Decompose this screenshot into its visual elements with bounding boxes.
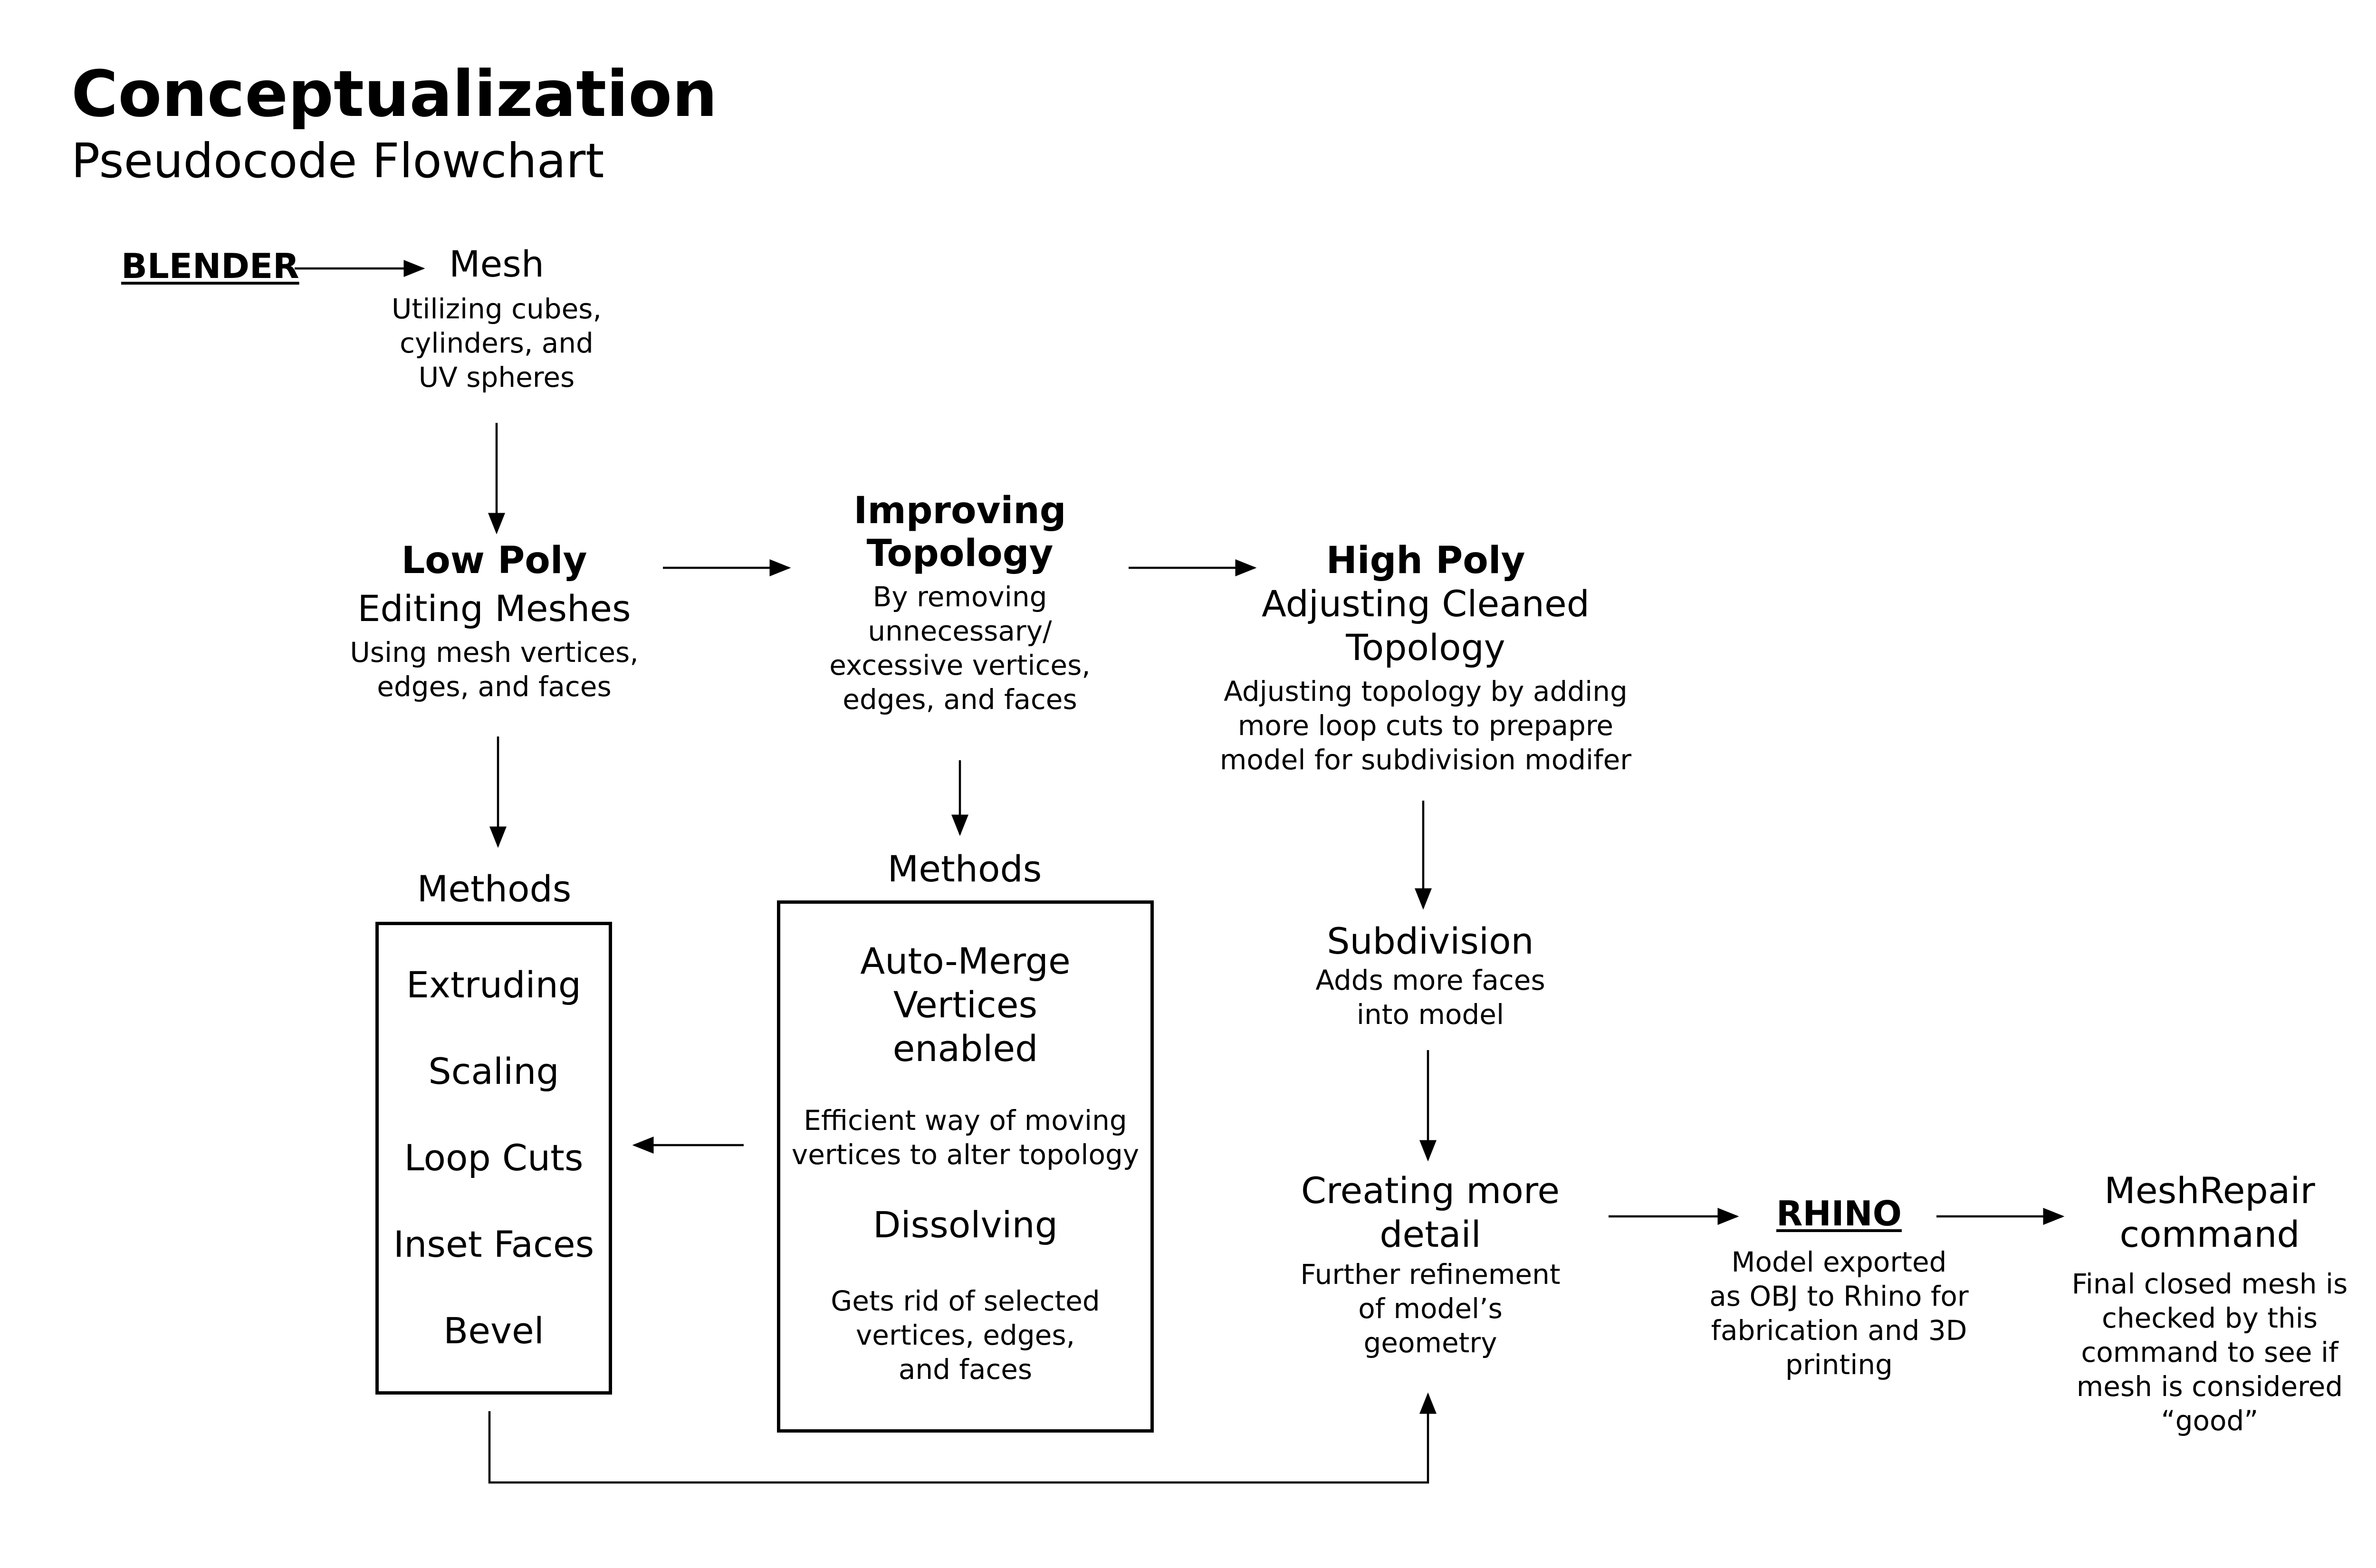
meshrepair-description: Final closed mesh is checked by this com…: [2053, 1267, 2366, 1438]
page-title: Conceptualization: [71, 57, 718, 131]
methods-middle-heading: Methods: [887, 848, 1042, 890]
low-poly-desc-line: Using mesh vertices,: [350, 636, 639, 669]
blender-label: BLENDER: [121, 246, 299, 286]
meshrepair-desc-line: checked by this: [2101, 1302, 2318, 1334]
methods-left-heading: Methods: [417, 868, 572, 910]
creating-detail-title-line: Creating more: [1301, 1169, 1560, 1212]
auto-merge-line: Vertices: [893, 984, 1038, 1026]
low-poly-description: Using mesh vertices, edges, and faces: [328, 635, 661, 704]
page-subtitle: Pseudocode Flowchart: [71, 133, 604, 189]
auto-merge-title: Auto-Merge Vertices enabled: [780, 939, 1150, 1071]
low-poly-node: Low Poly Editing Meshes Using mesh verti…: [328, 539, 661, 704]
mesh-desc-line: cylinders, and: [400, 327, 594, 359]
subdivision-desc-line: Adds more faces: [1315, 964, 1545, 996]
dissolving-desc-line: Gets rid of selected: [831, 1285, 1100, 1317]
rhino-node: RHINO Model exported as OBJ to Rhino for…: [1692, 1193, 1986, 1382]
improving-desc-line: edges, and faces: [843, 683, 1077, 716]
mesh-title: Mesh: [449, 243, 545, 285]
meshrepair-title: MeshRepair command: [2053, 1169, 2366, 1256]
high-poly-subtitle: Adjusting Cleaned Topology: [1188, 582, 1663, 669]
auto-merge-desc-line: vertices to alter topology: [791, 1138, 1140, 1171]
high-poly-node: High Poly Adjusting Cleaned Topology Adj…: [1188, 539, 1663, 777]
dissolving-desc-line: and faces: [898, 1353, 1033, 1386]
creating-detail-node: Creating more detail Further refinement …: [1283, 1169, 1578, 1360]
rhino-desc-line: as OBJ to Rhino for: [1709, 1280, 1969, 1312]
high-poly-description: Adjusting topology by adding more loop c…: [1188, 674, 1663, 777]
subdivision-title: Subdivision: [1327, 920, 1534, 962]
methods-middle-box: Auto-Merge Vertices enabled Efficient wa…: [777, 900, 1154, 1433]
subdivision-node: Subdivision Adds more faces into model: [1283, 919, 1578, 1032]
mesh-desc-line: UV spheres: [418, 361, 575, 393]
auto-merge-description: Efficient way of moving vertices to alte…: [780, 1103, 1150, 1172]
dissolving-description: Gets rid of selected vertices, edges, an…: [780, 1284, 1150, 1386]
auto-merge-desc-line: Efficient way of moving: [804, 1104, 1127, 1137]
subdivision-description: Adds more faces into model: [1283, 963, 1578, 1032]
creating-detail-desc-line: geometry: [1363, 1327, 1497, 1359]
rhino-label: RHINO: [1776, 1194, 1902, 1233]
method-item-bevel: Bevel: [443, 1310, 544, 1352]
creating-detail-desc-line: of model’s: [1358, 1292, 1503, 1325]
auto-merge-line: Auto-Merge: [860, 940, 1071, 982]
low-poly-subtitle: Editing Meshes: [357, 587, 631, 630]
improving-topology-title: Improving Topology: [794, 489, 1126, 575]
low-poly-title: Low Poly: [401, 539, 587, 582]
methods-left-box: Extruding Scaling Loop Cuts Inset Faces …: [375, 922, 612, 1395]
meshrepair-desc-line: mesh is considered: [2076, 1370, 2343, 1403]
improving-topology-node: Improving Topology By removing unnecessa…: [794, 489, 1126, 717]
improving-desc-line: excessive vertices,: [829, 649, 1091, 681]
improving-title-line: Improving: [853, 489, 1066, 532]
meshrepair-title-line: MeshRepair: [2104, 1169, 2315, 1212]
creating-detail-title-line: detail: [1380, 1213, 1481, 1255]
improving-desc-line: unnecessary/: [868, 615, 1052, 647]
high-poly-desc-line: model for subdivision modifer: [1219, 744, 1632, 776]
mesh-node: Mesh Utilizing cubes, cylinders, and UV …: [354, 242, 639, 394]
low-poly-desc-line: edges, and faces: [377, 670, 612, 703]
method-item-extruding: Extruding: [406, 964, 581, 1006]
auto-merge-line: enabled: [892, 1027, 1038, 1070]
meshrepair-desc-line: Final closed mesh is: [2071, 1268, 2348, 1300]
rhino-desc-line: fabrication and 3D: [1711, 1314, 1967, 1347]
method-item-scaling: Scaling: [428, 1050, 559, 1092]
method-item-inset-faces: Inset Faces: [393, 1223, 594, 1265]
rhino-desc-line: Model exported: [1731, 1246, 1947, 1278]
creating-detail-desc-line: Further refinement: [1300, 1258, 1561, 1291]
improving-desc-line: By removing: [872, 581, 1047, 613]
subdivision-desc-line: into model: [1356, 998, 1504, 1031]
meshrepair-desc-line: “good”: [2161, 1405, 2259, 1437]
rhino-description: Model exported as OBJ to Rhino for fabri…: [1692, 1245, 1986, 1382]
mesh-description: Utilizing cubes, cylinders, and UV spher…: [354, 292, 639, 394]
improving-topology-description: By removing unnecessary/ excessive verti…: [794, 580, 1126, 717]
high-poly-desc-line: more loop cuts to prepapre: [1237, 709, 1614, 742]
rhino-desc-line: printing: [1785, 1348, 1893, 1381]
creating-detail-title: Creating more detail: [1283, 1169, 1578, 1256]
dissolving-desc-line: vertices, edges,: [855, 1319, 1075, 1351]
method-item-loop-cuts: Loop Cuts: [404, 1137, 584, 1179]
high-poly-title: High Poly: [1326, 539, 1525, 582]
arrow-methods-left-to-detail: [488, 1392, 1437, 1484]
meshrepair-desc-line: command to see if: [2081, 1336, 2338, 1368]
meshrepair-title-line: command: [2119, 1213, 2300, 1255]
high-poly-subtitle-line: Adjusting Cleaned: [1262, 583, 1590, 625]
meshrepair-node: MeshRepair command Final closed mesh is …: [2053, 1169, 2366, 1438]
dissolving-title: Dissolving: [873, 1204, 1058, 1246]
high-poly-subtitle-line: Topology: [1346, 626, 1505, 669]
improving-title-line: Topology: [866, 532, 1054, 575]
mesh-desc-line: Utilizing cubes,: [392, 293, 602, 325]
high-poly-desc-line: Adjusting topology by adding: [1224, 675, 1628, 708]
creating-detail-description: Further refinement of model’s geometry: [1283, 1257, 1578, 1360]
